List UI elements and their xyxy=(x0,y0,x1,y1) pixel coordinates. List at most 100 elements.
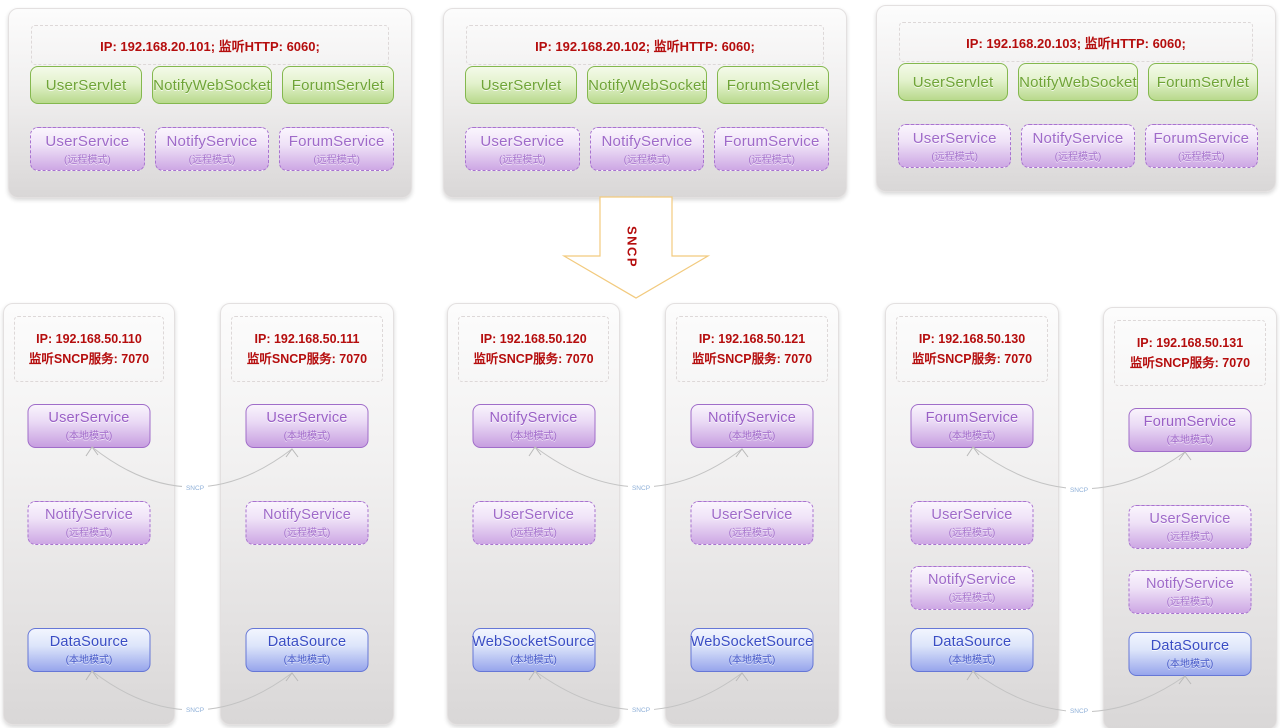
service-label: ForumService xyxy=(1153,129,1250,147)
service-label: UserService xyxy=(931,507,1013,523)
sncp-server-box-111: IP: 192.168.50.111 监听SNCP服务: 7070 UserSe… xyxy=(220,303,394,725)
service-mode: (远程模式) xyxy=(623,154,671,166)
service-label: UserService xyxy=(1149,511,1231,527)
servlet-label: ForumServlet xyxy=(291,76,385,94)
service-mode: (远程模式) xyxy=(1177,151,1225,163)
ip-text-line2: 监听SNCP服务: 7070 xyxy=(28,352,150,366)
connector-label-bg xyxy=(182,483,208,491)
service-node-userservice-local: UserService(本地模式) xyxy=(245,404,369,448)
ip-text-line1: IP: 192.168.50.110 xyxy=(36,332,142,346)
service-node-notifyservice-remote: NotifyService (远程模式) xyxy=(245,501,369,545)
connector-label: SNCP xyxy=(186,485,204,492)
servlet-row: UserServlet NotifyWebSocket ForumServlet xyxy=(465,66,829,104)
ip-text: IP: 192.168.20.101; 监听HTTP: 6060; xyxy=(100,38,320,54)
servlet-label: ForumServlet xyxy=(726,76,820,94)
service-label: NotifyService xyxy=(707,410,796,426)
source-node-datasource: DataSource (本地模式) xyxy=(1128,632,1252,676)
http-server-box-102: IP: 192.168.20.102; 监听HTTP: 6060; UserSe… xyxy=(443,8,847,198)
servlet-label: ForumServlet xyxy=(1156,73,1250,91)
service-node-forumservice-local: ForumService(本地模式) xyxy=(910,404,1034,448)
service-label: ForumService xyxy=(925,410,1019,426)
ip-text-line2: 监听SNCP服务: 7070 xyxy=(246,352,368,366)
ip-text-line1: IP: 192.168.50.111 xyxy=(254,332,360,346)
service-mode: (远程模式) xyxy=(728,528,776,539)
service-label: UserService xyxy=(48,410,130,426)
ip-panel: IP: 192.168.20.102; 监听HTTP: 6060; xyxy=(466,25,824,65)
service-label: NotifyService xyxy=(1032,129,1124,147)
service-mode: (远程模式) xyxy=(499,154,546,166)
service-label: NotifyService xyxy=(166,132,258,150)
service-node-userservice-remote: UserService (远程模式) xyxy=(690,501,814,545)
ip-panel: IP: 192.168.50.110 监听SNCP服务: 7070 xyxy=(14,316,164,382)
service-label: NotifyService xyxy=(44,507,133,523)
service-mode: (本地模式) xyxy=(728,431,776,442)
source-node-datasource: DataSource(本地模式) xyxy=(245,628,369,672)
service-node-notifyservice: NotifyService(远程模式) xyxy=(154,127,270,171)
service-label: NotifyService xyxy=(927,572,1016,588)
ip-text-line2: 监听SNCP服务: 7070 xyxy=(473,352,594,366)
source-node-websocketsource: WebSocketSource (本地模式) xyxy=(472,628,595,672)
connector-label: SNCP xyxy=(632,707,650,714)
service-mode: (本地模式) xyxy=(65,431,113,442)
source-mode: (本地模式) xyxy=(1166,659,1214,670)
servlet-label: UserServlet xyxy=(480,76,562,94)
service-mode: (本地模式) xyxy=(510,431,557,442)
service-node-notifyservice: NotifyService (远程模式) xyxy=(1021,124,1135,168)
service-label: UserService xyxy=(711,507,793,523)
connector-label-bg xyxy=(1066,706,1092,714)
service-node-userservice: UserService(远程模式) xyxy=(898,124,1012,168)
connector-label-bg xyxy=(182,705,208,713)
servlet-node-userservlet: UserServlet xyxy=(465,66,578,104)
service-node-notifyservice: NotifyService(远程模式) xyxy=(589,127,705,171)
service-node-notifyservice-local: NotifyService (本地模式) xyxy=(690,404,814,448)
service-node-forumservice: ForumService (远程模式) xyxy=(1144,124,1258,168)
servlet-label: UserServlet xyxy=(912,73,994,91)
ip-panel: IP: 192.168.50.120 监听SNCP服务: 7070 xyxy=(458,316,609,382)
service-node-userservice: UserService (远程模式) xyxy=(30,127,145,171)
sncp-arrow-label: SNCP xyxy=(625,226,640,268)
service-node-userservice-remote: UserService(远程模式) xyxy=(472,501,595,545)
service-label: ForumService xyxy=(288,132,385,150)
ip-panel: IP: 192.168.50.131 监听SNCP服务: 7070 xyxy=(1114,320,1266,386)
service-mode: (本地模式) xyxy=(1166,435,1214,446)
service-mode: (远程模式) xyxy=(1054,151,1102,163)
sncp-server-box-130: IP: 192.168.50.130 监听SNCP服务: 7070 ForumS… xyxy=(885,303,1059,725)
ip-panel: IP: 192.168.20.101; 监听HTTP: 6060; xyxy=(31,25,389,65)
service-mode: (远程模式) xyxy=(65,528,113,539)
service-mode: (远程模式) xyxy=(283,528,331,539)
ip-panel: IP: 192.168.50.130 监听SNCP服务: 7070 xyxy=(896,316,1048,382)
servlet-node-userservlet: UserServlet xyxy=(30,66,143,104)
service-row: UserService (远程模式) NotifyService(远程模式) Fo… xyxy=(30,127,395,171)
servlet-node-notifywebsocket: NotifyWebSocket xyxy=(152,66,272,104)
service-label: ForumService xyxy=(723,132,820,150)
servlet-label: NotifyWebSocket xyxy=(1019,73,1137,91)
service-label: UserService xyxy=(45,132,130,150)
service-label: NotifyService xyxy=(489,410,578,426)
source-label: WebSocketSource xyxy=(472,634,595,650)
service-mode: (远程模式) xyxy=(64,154,111,166)
service-node-notifyservice-local: NotifyService (本地模式) xyxy=(472,404,595,448)
servlet-node-forumservlet: ForumServlet xyxy=(1147,63,1258,101)
servlet-label: NotifyWebSocket xyxy=(588,76,706,94)
service-node-forumservice: ForumService(远程模式) xyxy=(279,127,395,171)
service-mode: (远程模式) xyxy=(748,154,796,166)
service-node-userservice-local: UserService (本地模式) xyxy=(27,404,151,448)
service-mode: (远程模式) xyxy=(510,528,557,539)
source-label: WebSocketSource xyxy=(690,634,814,650)
servlet-label: NotifyWebSocket xyxy=(153,76,271,94)
source-mode: (本地模式) xyxy=(728,655,776,666)
service-mode: (远程模式) xyxy=(1166,597,1214,608)
source-label: DataSource xyxy=(1150,638,1230,654)
ip-panel: IP: 192.168.50.111 监听SNCP服务: 7070 xyxy=(231,316,383,382)
servlet-label: UserServlet xyxy=(45,76,127,94)
service-node-userservice-remote: UserService(远程模式) xyxy=(910,501,1034,545)
servlet-node-forumservlet: ForumServlet xyxy=(716,66,829,104)
service-node-forumservice-local: ForumService(本地模式) xyxy=(1128,408,1252,452)
service-label: UserService xyxy=(480,132,565,150)
source-mode: (本地模式) xyxy=(510,655,557,666)
servlet-node-userservlet: UserServlet xyxy=(898,63,1009,101)
source-node-websocketsource: WebSocketSource (本地模式) xyxy=(690,628,814,672)
connector-label-bg xyxy=(628,483,654,491)
service-label: NotifyService xyxy=(262,507,351,523)
